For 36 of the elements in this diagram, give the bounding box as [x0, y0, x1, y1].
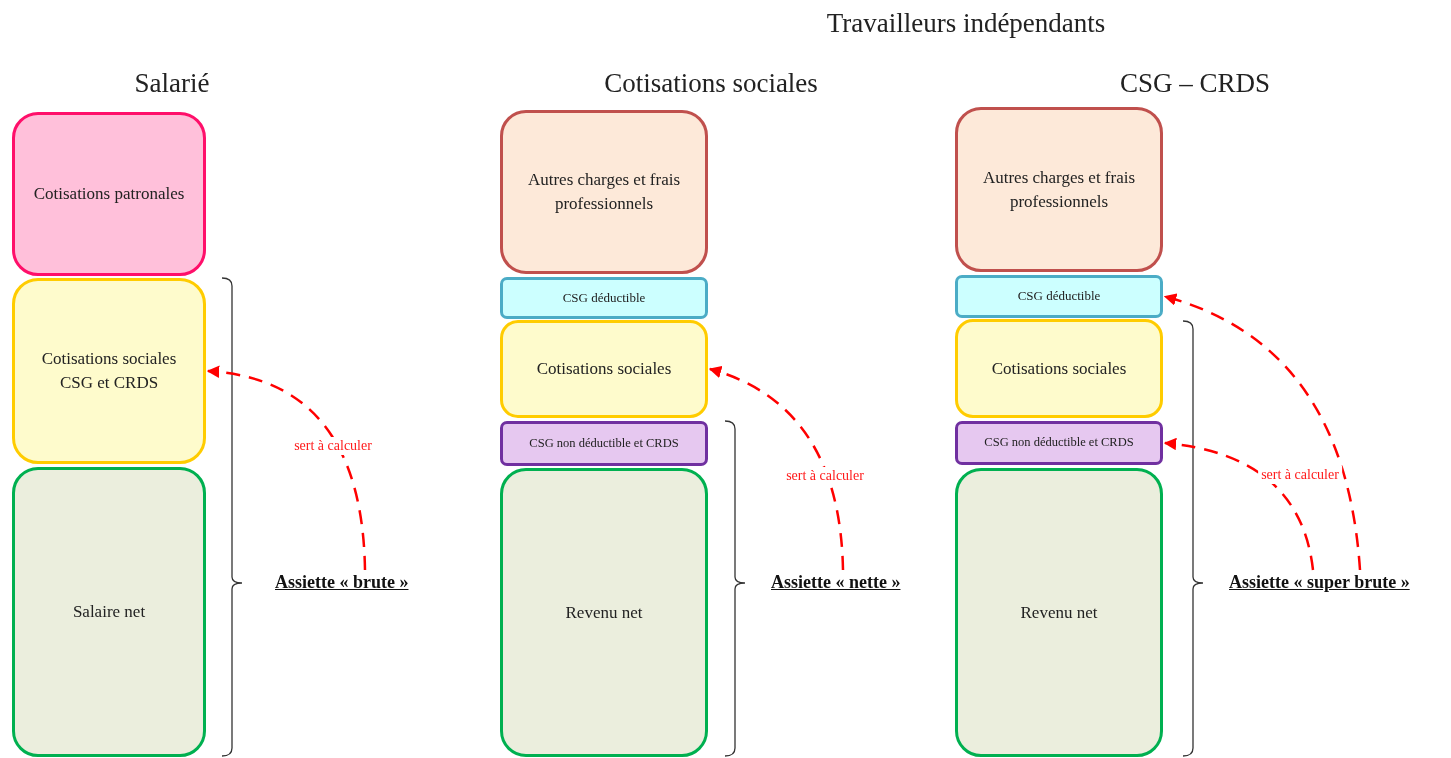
title: Travailleurs indépendants: [826, 8, 1106, 39]
column-heading: Salarié: [134, 68, 210, 99]
box-label: Cotisations sociales: [536, 358, 672, 381]
category-box: [955, 468, 1163, 757]
box-label: Cotisations patronales: [33, 183, 185, 206]
box-label: Autres charges et frais professionnels: [526, 169, 682, 215]
dashed-arrow: [708, 366, 845, 571]
category-box: [12, 467, 206, 757]
category-box: [500, 421, 708, 466]
box-label: Cotisations sociales CSG et CRDS: [40, 348, 178, 394]
category-box: [12, 278, 206, 464]
box-label: Salaire net: [72, 601, 146, 624]
box-label: CSG non déductible et CRDS: [984, 434, 1134, 452]
category-box: [500, 277, 708, 319]
category-box: [12, 112, 206, 276]
box-label: CSG non déductible et CRDS: [529, 434, 679, 452]
edge-label: sert à calculer: [1258, 466, 1342, 484]
box-label: Cotisations sociales: [991, 357, 1127, 380]
category-box: [955, 107, 1163, 272]
column-heading: CSG – CRDS: [1119, 68, 1271, 99]
edge-label: sert à calculer: [291, 437, 375, 455]
category-box: [955, 319, 1163, 418]
dashed-arrow: [1163, 294, 1362, 571]
column-heading: Cotisations sociales: [604, 68, 818, 99]
category-box: [955, 421, 1163, 465]
category-box: [955, 275, 1163, 318]
category-box: [500, 110, 708, 274]
box-label: CSG déductible: [562, 288, 646, 307]
box-label: Revenu net: [565, 601, 643, 624]
box-label: CSG déductible: [1017, 287, 1101, 306]
box-label: Autres charges et frais professionnels: [981, 166, 1137, 213]
box-label: Revenu net: [1020, 601, 1098, 624]
category-box: [500, 320, 708, 418]
category-box: [500, 468, 708, 757]
dashed-arrow: [1163, 438, 1315, 571]
dashed-arrow: [206, 366, 367, 571]
